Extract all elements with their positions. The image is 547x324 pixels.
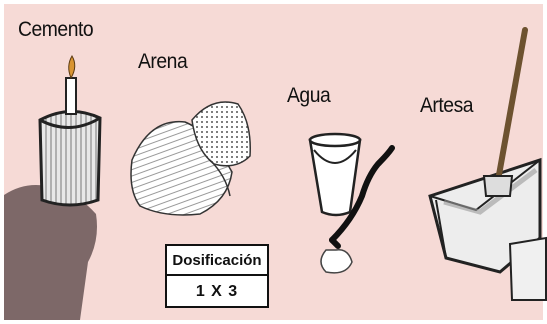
- cement-bag-icon: [4, 56, 100, 320]
- agua-label: Agua: [287, 84, 330, 108]
- artesa-label: Artesa: [420, 94, 473, 118]
- water-bucket-hose-icon: [310, 134, 392, 273]
- arena-label: Arena: [138, 50, 187, 74]
- dosificacion-value: 1 X 3: [167, 276, 267, 308]
- dosificacion-title: Dosificación: [167, 246, 267, 276]
- mixing-trough-icon: [430, 30, 546, 300]
- sand-pile-icon: [131, 102, 250, 215]
- dosificacion-box: Dosificación 1 X 3: [165, 244, 269, 308]
- cemento-label: Cemento: [18, 18, 93, 42]
